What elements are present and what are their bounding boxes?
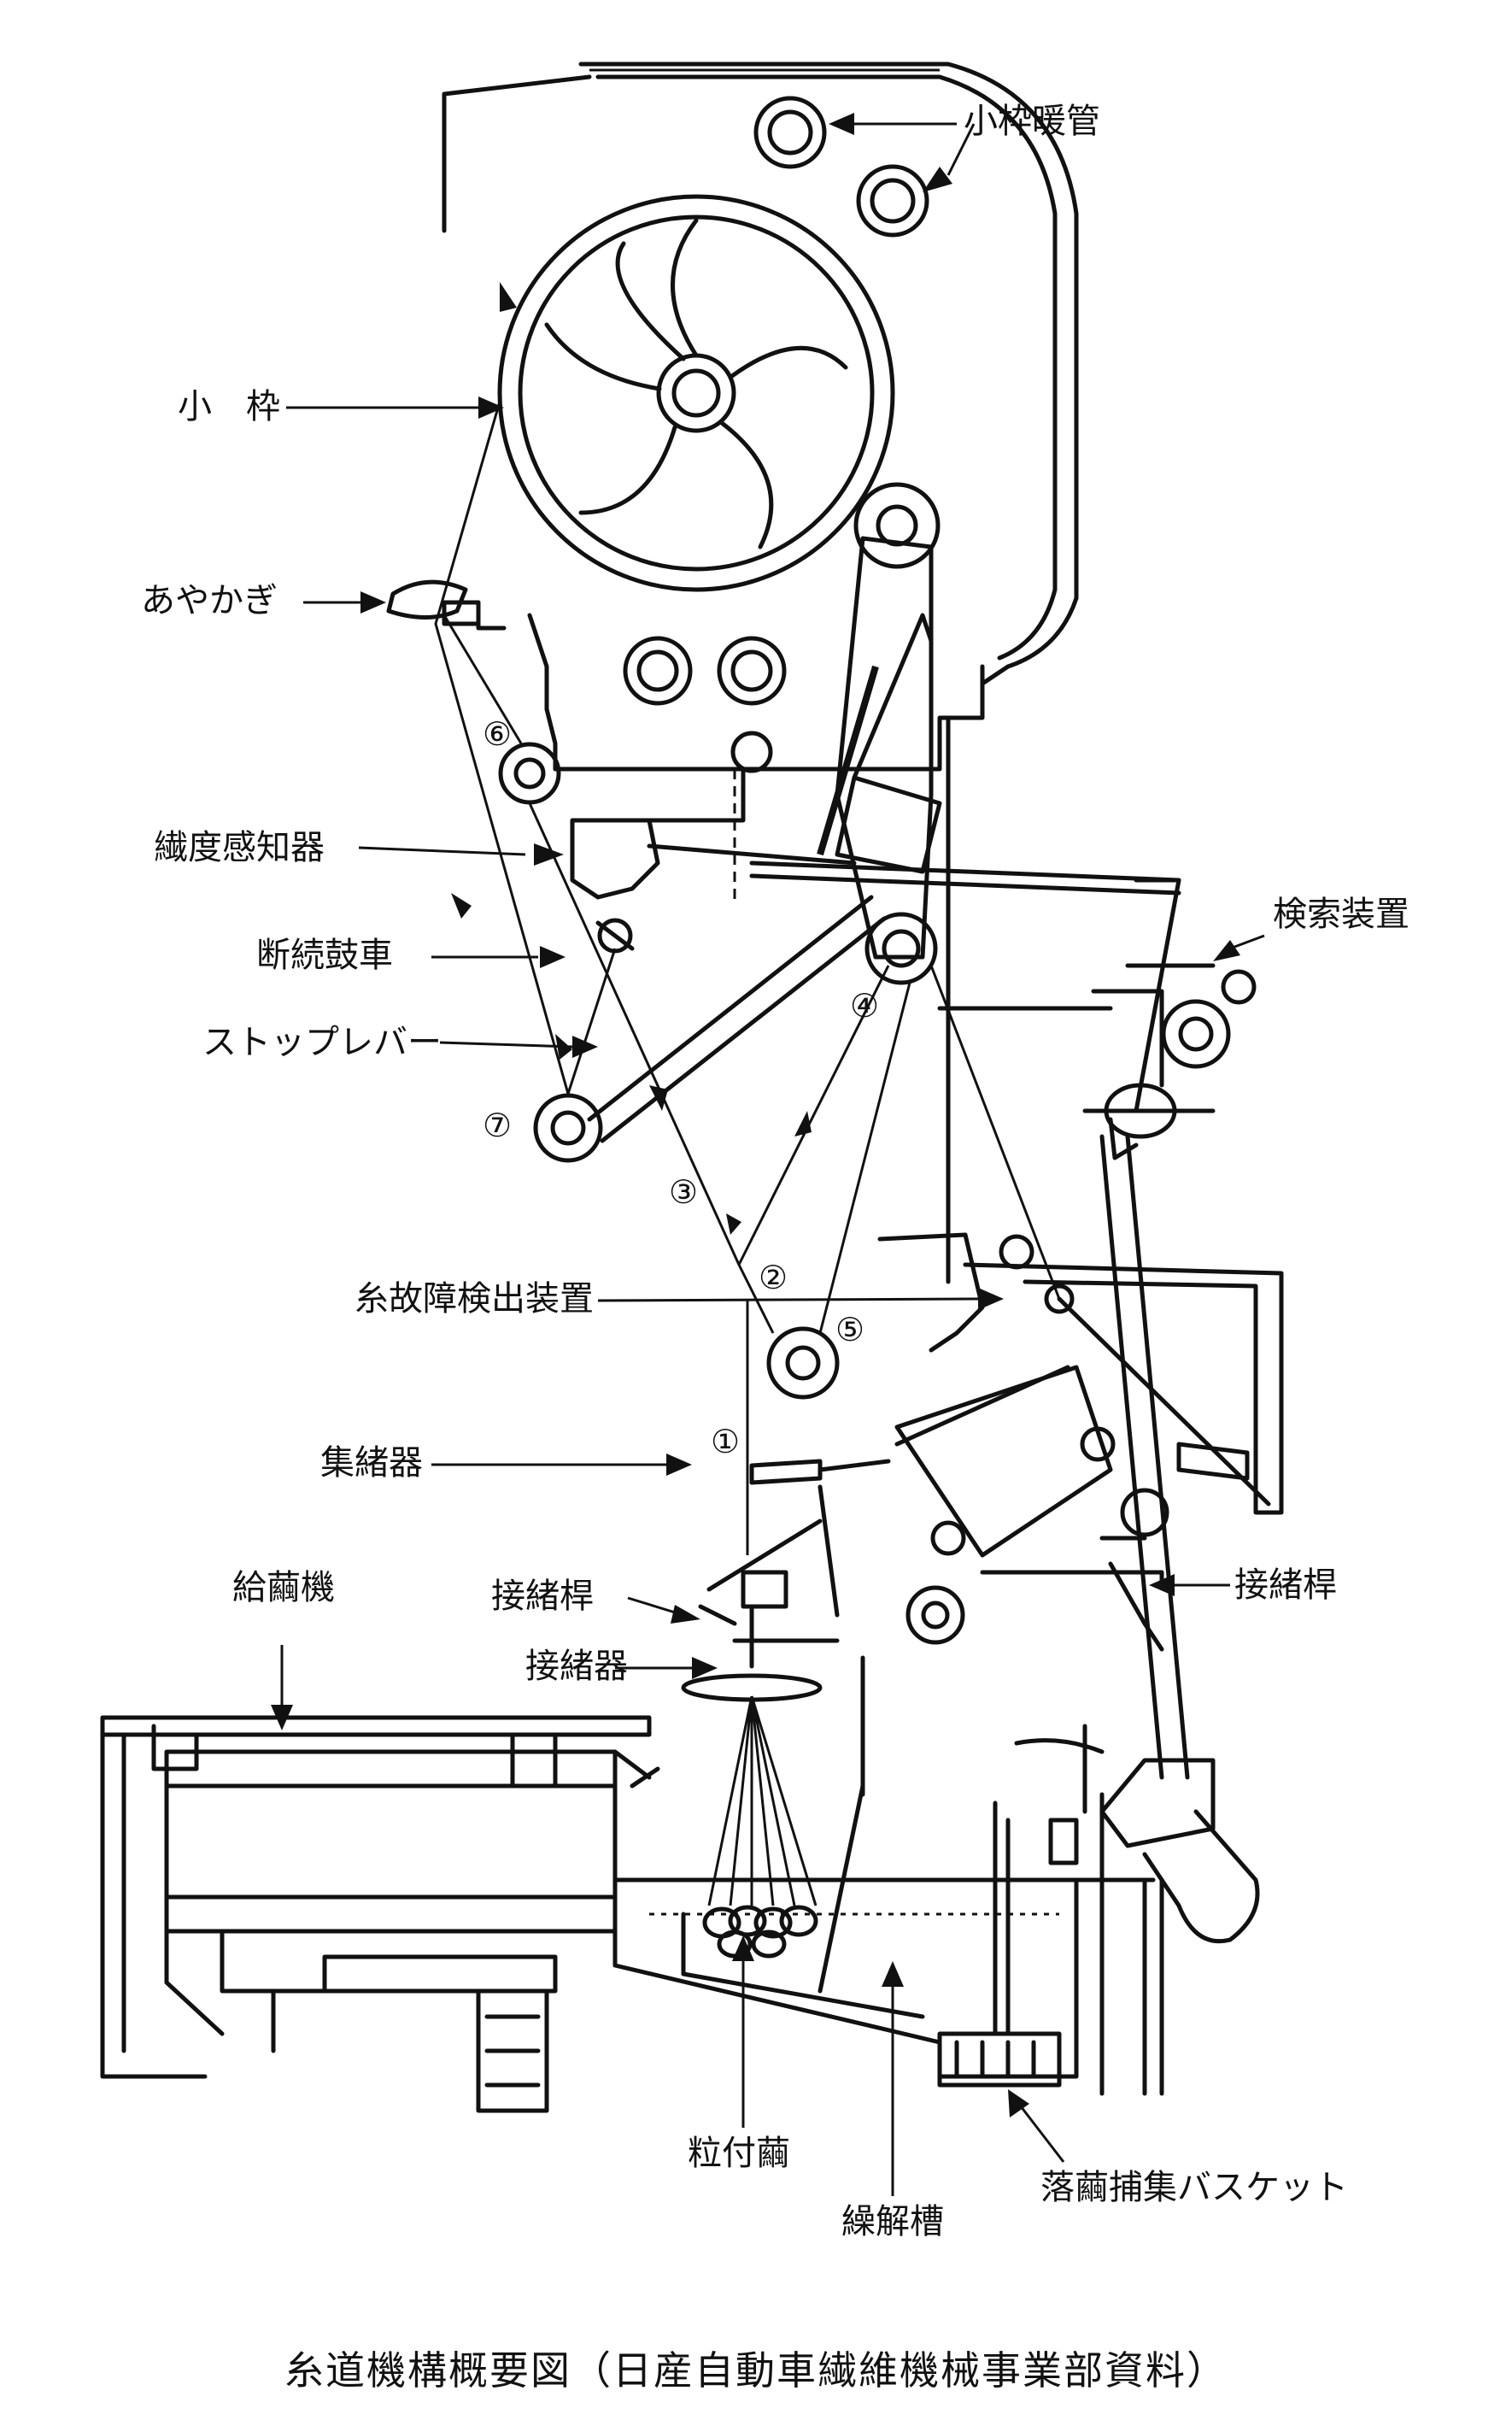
frame-plate bbox=[527, 613, 951, 1284]
marker-3: ③ bbox=[669, 1173, 699, 1211]
label-small-frame-heater: 小枠暖管 bbox=[964, 102, 1100, 141]
arm-and-roller-4 bbox=[749, 482, 1181, 985]
label-grained-cocoon: 粒付繭 bbox=[688, 2134, 790, 2173]
label-joining-lever-left: 接緒桿 bbox=[491, 1577, 594, 1616]
marker-5: ⑤ bbox=[835, 1311, 865, 1348]
label-intermittent-drum: 断続鼓車 bbox=[256, 936, 393, 975]
dropped-cocoon-basket bbox=[937, 1724, 1105, 2088]
marker-7: ⑦ bbox=[483, 1107, 513, 1144]
denier-sensor bbox=[570, 767, 857, 954]
label-stop-lever: ストップレバー bbox=[202, 1023, 442, 1062]
marker-2: ② bbox=[759, 1259, 788, 1296]
label-thread-fault-detector: 糸故障検出装置 bbox=[355, 1279, 594, 1319]
top-housing bbox=[442, 62, 1079, 772]
reeling-basin bbox=[612, 1655, 1156, 2079]
thread-paths bbox=[434, 401, 1061, 1555]
label-reeling-basin: 繰解槽 bbox=[841, 2202, 944, 2241]
search-device bbox=[937, 878, 1257, 1160]
right-joining-lever bbox=[1099, 1134, 1260, 1944]
label-denier-sensor: 繊度感知器 bbox=[154, 828, 325, 867]
cocoon-feeder bbox=[100, 1715, 660, 2113]
marker-4: ④ bbox=[850, 987, 880, 1025]
grained-cocoons bbox=[702, 1905, 818, 1959]
label-cocoon-feeder: 給繭機 bbox=[232, 1568, 335, 1607]
label-joiner: 接緒器 bbox=[525, 1647, 628, 1686]
marker-1: ① bbox=[711, 1423, 741, 1460]
figure-caption: 糸道機構概要図（日産自動車繊維機械事業部資料） bbox=[284, 2347, 1228, 2394]
stop-lever bbox=[587, 895, 887, 1143]
support-posts bbox=[1099, 1792, 1164, 2096]
small-frame-heater-pipes bbox=[753, 96, 929, 238]
label-joining-lever-right: 接緒桿 bbox=[1234, 1565, 1337, 1605]
label-arrows bbox=[271, 113, 1265, 2196]
label-dropped-cocoon-basket: 落繭捕集バスケット bbox=[1040, 2168, 1348, 2207]
label-collector: 集緒器 bbox=[320, 1443, 423, 1483]
small-frame-reel bbox=[497, 194, 895, 592]
marker-6: ⑥ bbox=[483, 715, 513, 753]
rollers-6-7 bbox=[498, 742, 603, 1163]
label-search-device: 検索装置 bbox=[1273, 895, 1409, 934]
label-small-frame: 小 枠 bbox=[178, 387, 280, 426]
label-ayakagi: あやかぎ bbox=[141, 581, 278, 620]
